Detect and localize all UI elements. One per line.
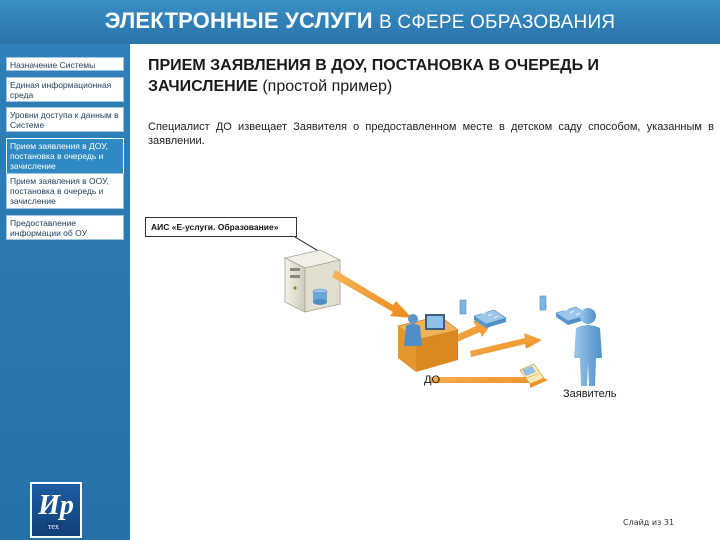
page-title-note: (простой пример) (262, 78, 393, 95)
company-logo: Ир тех (30, 482, 82, 538)
sidebar-item-info-environment[interactable]: Единая информационная среда (6, 77, 124, 102)
sidebar-item-dou-application[interactable]: Прием заявления в ДОУ, постановка в очер… (6, 138, 124, 174)
sidebar-item-ou-info[interactable]: Предоставление информации об ОУ (6, 215, 124, 240)
node-applicant-label: Заявитель (563, 388, 617, 400)
arrow-server-to-do-icon (332, 270, 412, 318)
slide-number: Слайд из 31 (623, 518, 675, 527)
logo-text: Ир (38, 490, 74, 521)
sidebar-item-access-levels[interactable]: Уровни доступа к данным в Системе (6, 107, 124, 132)
logo-subtext: тех (46, 522, 61, 531)
server-icon (283, 249, 342, 313)
page-title: ПРИЕМ ЗАЯВЛЕНИЯ В ДОУ, ПОСТАНОВКА В ОЧЕР… (148, 55, 708, 97)
telephone-icon-2 (539, 295, 589, 325)
arrow-do-to-envelope-icon (430, 372, 548, 388)
callout-line (294, 236, 321, 253)
sidebar: Назначение Системы Единая информационная… (0, 44, 130, 540)
page-title-main: ПРИЕМ ЗАЯВЛЕНИЯ В ДОУ, ПОСТАНОВКА В ОЧЕР… (148, 57, 600, 95)
arrow-do-to-applicant-icon (470, 333, 542, 357)
node-do-label: ДО (424, 374, 441, 386)
envelope-icon (519, 363, 545, 385)
workstation-icon (397, 314, 459, 372)
description-text: Специалист ДО извещает Заявителя о предо… (148, 121, 714, 147)
sidebar-item-purpose[interactable]: Назначение Системы (6, 57, 124, 71)
sidebar-item-oou-application[interactable]: Прием заявления в ООУ, постановка в очер… (6, 173, 124, 209)
slide-title-bold: ЭЛЕКТРОННЫЕ УСЛУГИ (104, 8, 373, 33)
system-label: АИС «Е-услуги. Образование» (145, 217, 297, 237)
slide-header: ЭЛЕКТРОННЫЕ УСЛУГИ В СФЕРЕ ОБРАЗОВАНИЯ (0, 0, 720, 44)
person-icon (574, 308, 602, 386)
slide-title-light: В СФЕРЕ ОБРАЗОВАНИЯ (379, 12, 616, 33)
telephone-icon (459, 299, 507, 328)
process-diagram (283, 236, 602, 388)
slide-title: ЭЛЕКТРОННЫЕ УСЛУГИ В СФЕРЕ ОБРАЗОВАНИЯ (0, 8, 720, 34)
